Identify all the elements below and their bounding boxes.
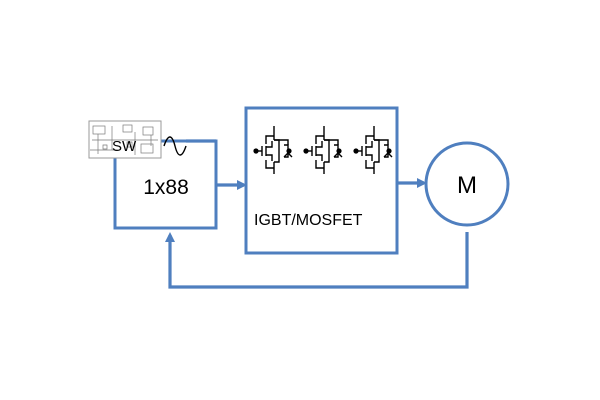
controller-block: SW 1x88	[88, 120, 218, 230]
transistor-array	[253, 126, 393, 174]
motor: M	[424, 141, 510, 227]
inverter-label: IGBT/MOSFET	[254, 212, 363, 229]
transistor-icon	[303, 126, 343, 174]
transistor-icon	[353, 126, 393, 174]
sw-label: SW	[112, 138, 137, 155]
transistor-icon	[253, 126, 293, 174]
motor-label: M	[457, 172, 477, 199]
schematic-thumbnail-icon	[88, 120, 162, 159]
sine-wave-icon	[163, 136, 187, 156]
inverter-block: IGBT/MOSFET	[244, 106, 399, 255]
controller-label: 1x88	[143, 176, 189, 199]
inverter-box	[244, 106, 399, 255]
feedback-arrow	[165, 232, 469, 289]
